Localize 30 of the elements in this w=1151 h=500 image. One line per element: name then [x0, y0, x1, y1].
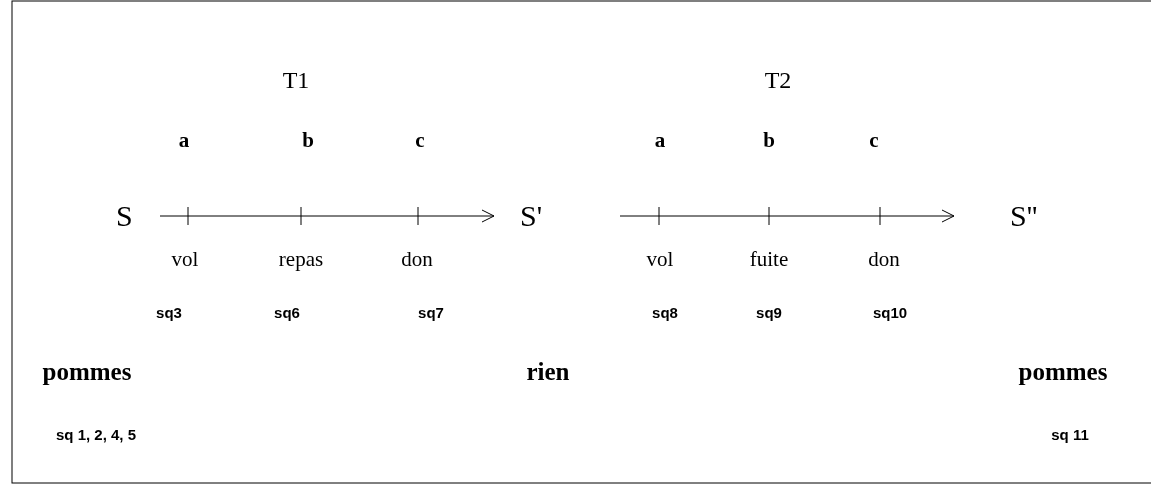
- state-label: S': [494, 196, 620, 236]
- timeline-arrow: [619, 206, 955, 226]
- event-label: fuite: [749, 246, 789, 272]
- timeline-arrow: [159, 206, 495, 226]
- state-label: S'': [954, 196, 1064, 236]
- sequence-label: sq10: [872, 303, 908, 321]
- event-label: vol: [646, 246, 674, 272]
- sequence-label: sq7: [418, 303, 444, 321]
- phase-letter: a: [178, 127, 190, 153]
- sequence-label: sq9: [756, 303, 782, 321]
- sequence-label: sq6: [274, 303, 300, 321]
- sequence-label: sq 1, 2, 4, 5: [56, 425, 136, 443]
- event-label: don: [868, 246, 900, 272]
- object-label: pommes: [42, 358, 132, 386]
- time-label: T2: [764, 66, 792, 94]
- phase-letter: a: [654, 127, 666, 153]
- event-label: vol: [171, 246, 199, 272]
- object-label: rien: [526, 358, 570, 386]
- event-label: repas: [278, 246, 324, 272]
- event-label: don: [401, 246, 433, 272]
- phase-letter: c: [869, 127, 879, 153]
- object-label: pommes: [1018, 358, 1108, 386]
- phase-letter: c: [415, 127, 425, 153]
- phase-letter: b: [763, 127, 775, 153]
- state-label: S: [108, 196, 160, 236]
- time-label: T1: [282, 66, 310, 94]
- sequence-label: sq 11: [1051, 425, 1089, 443]
- sequence-label: sq3: [156, 303, 182, 321]
- sequence-label: sq8: [652, 303, 678, 321]
- phase-letter: b: [302, 127, 314, 153]
